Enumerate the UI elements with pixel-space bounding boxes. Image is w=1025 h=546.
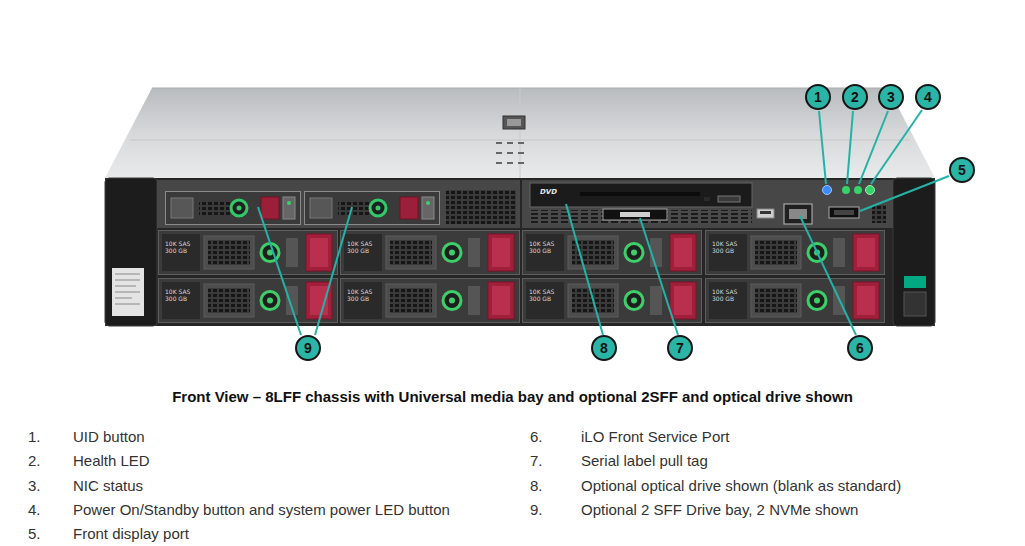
drive-label: 10K SAS 300 GB [165,288,195,302]
callout-number: 8 [591,335,617,361]
list-item: UID button [73,428,145,446]
list-number: 7. [530,452,543,470]
callout-number-text: 7 [676,341,684,355]
callout-number-text: 5 [958,163,966,177]
list-item: Optional optical drive shown (blank as s… [581,477,901,495]
callout-number-text: 9 [304,341,312,355]
drive-label: 10K SAS 300 GB [347,288,377,302]
callout-number-text: 8 [600,341,608,355]
list-number: 2. [28,452,41,470]
list-number: 4. [28,501,41,519]
list-item: Health LED [73,452,150,470]
list-number: 1. [28,428,41,446]
callout-number: 3 [878,84,904,110]
drive-label: 10K SAS 300 GB [712,288,742,302]
callout-number-text: 2 [851,90,859,104]
leader-lines [258,110,949,335]
drive-label: 10K SAS 300 GB [529,288,559,302]
list-item: iLO Front Service Port [581,428,729,446]
callout-number: 4 [915,84,941,110]
figure-caption: Front View – 8LFF chassis with Universal… [0,388,1025,405]
callout-number: 2 [842,84,868,110]
callout-number: 6 [847,335,873,361]
list-number: 5. [28,525,41,543]
optical-logo: DVD [540,188,557,196]
list-item: Power On/Standby button and system power… [73,501,450,519]
drive-label: 10K SAS 300 GB [165,240,195,254]
list-item: Serial label pull tag [581,452,708,470]
drive-label: 10K SAS 300 GB [347,240,377,254]
callout-number-text: 3 [887,90,895,104]
drive-label: 10K SAS 300 GB [529,240,559,254]
callout-number-text: 4 [924,90,932,104]
callout-number: 1 [805,84,831,110]
list-item: Optional 2 SFF Drive bay, 2 NVMe shown [581,501,858,519]
list-number: 3. [28,477,41,495]
list-number: 6. [530,428,543,446]
callout-number: 9 [295,335,321,361]
callout-number: 5 [949,157,975,183]
callout-number: 7 [667,335,693,361]
callout-number-text: 6 [856,341,864,355]
callout-number-text: 1 [814,90,822,104]
drive-label: 10K SAS 300 GB [712,240,742,254]
list-item: NIC status [73,477,143,495]
list-number: 8. [530,477,543,495]
list-number: 9. [530,501,543,519]
list-item: Front display port [73,525,189,543]
